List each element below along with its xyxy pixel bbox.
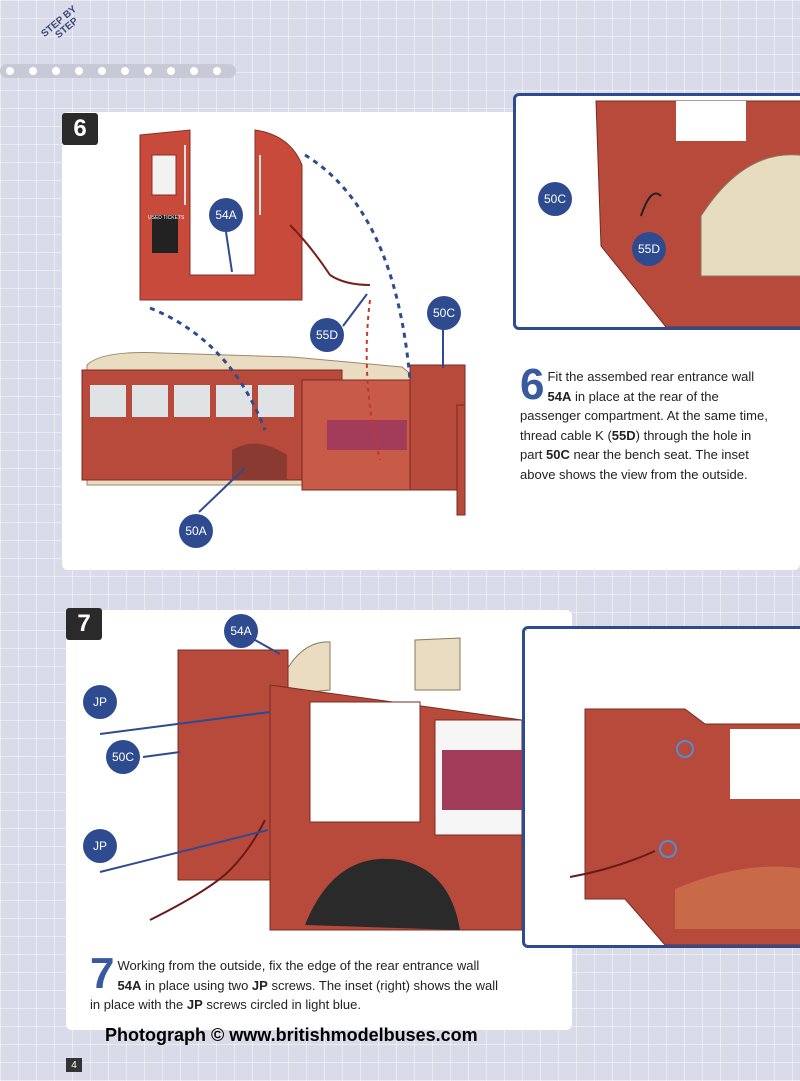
- progress-dots: [0, 64, 236, 78]
- step6-big-number: 6: [520, 360, 545, 409]
- callout-50A: 50A: [179, 514, 213, 548]
- rear-entrance-wall-illustration: USED TICKETS: [139, 129, 371, 301]
- step6-inset-illustration: [595, 100, 800, 327]
- screw-circle-bottom: [659, 840, 677, 858]
- step6-badge: 6: [62, 113, 98, 145]
- step6-instruction: 6 Fit the assembed rear entrance wall 54…: [520, 360, 768, 482]
- callout-50C: 50C: [427, 296, 461, 330]
- callout-54A-step7: 54A: [224, 614, 258, 648]
- step7-illustration: [149, 637, 523, 931]
- used-tickets-sign: USED TICKETS: [148, 215, 185, 221]
- step7-badge: 7: [66, 608, 102, 640]
- step7-big-number: 7: [90, 949, 115, 998]
- step6-inset: 50C 55D: [513, 93, 800, 330]
- page-number: 4: [66, 1058, 82, 1072]
- step7-inset-illustration: [569, 708, 800, 945]
- step7-inset: [522, 626, 800, 948]
- callout-50C-step7: 50C: [106, 740, 140, 774]
- inset-callout-55D: 55D: [632, 232, 666, 266]
- step6-guide-lines: [149, 153, 444, 513]
- screw-circle-top: [676, 740, 694, 758]
- callout-54A: 54A: [209, 198, 243, 232]
- inset-callout-50C: 50C: [538, 182, 572, 216]
- callout-JP-top: JP: [83, 685, 117, 719]
- photo-watermark: Photograph © www.britishmodelbuses.com: [105, 1025, 478, 1045]
- bus-body-illustration: [81, 352, 466, 516]
- callout-55D: 55D: [310, 318, 344, 352]
- callout-JP-bottom: JP: [83, 829, 117, 863]
- step7-instruction: 7 Working from the outside, fix the edge…: [90, 949, 499, 1013]
